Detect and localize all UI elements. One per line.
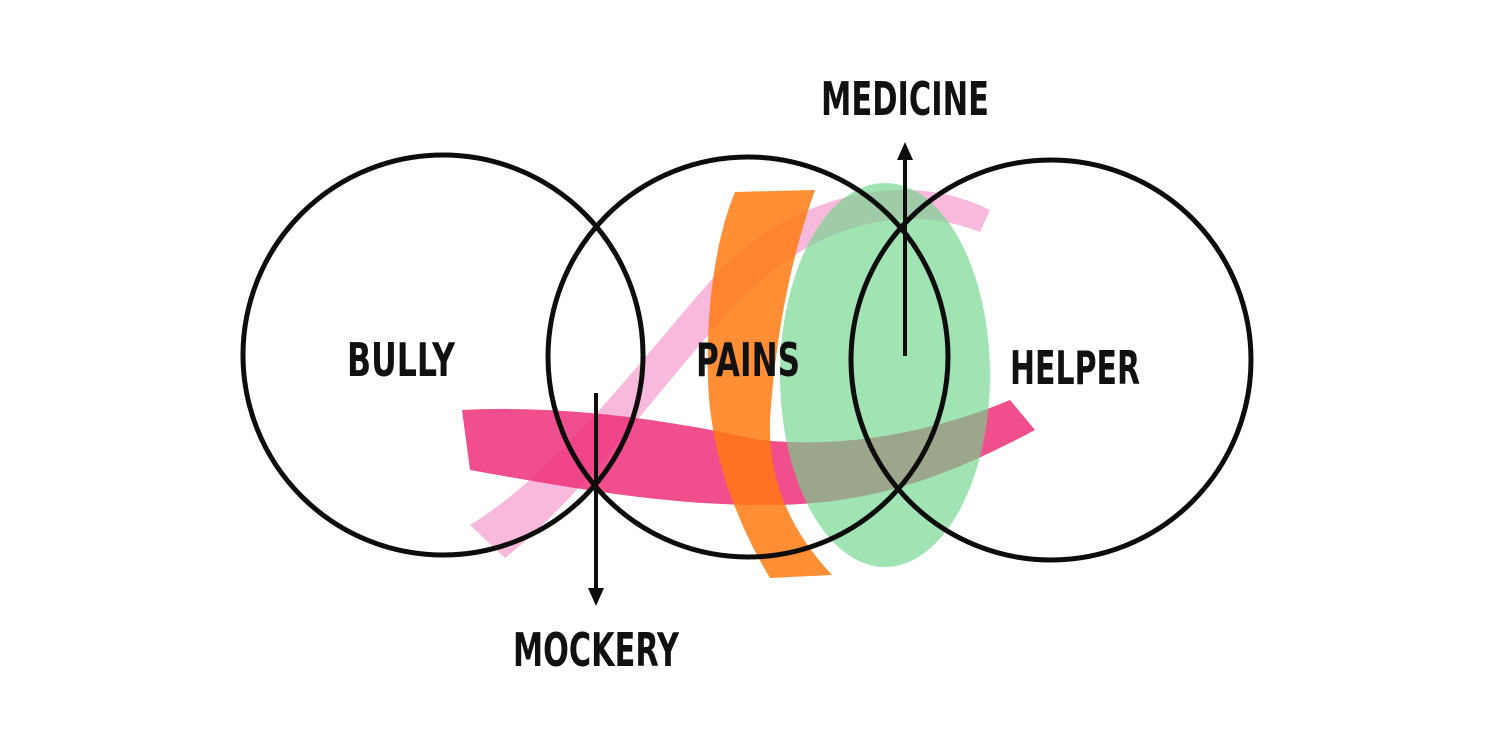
medicine-arrow (897, 142, 913, 356)
mockery-label: MOCKERY (513, 623, 679, 677)
bully-circle (240, 152, 646, 558)
brush-strokes (462, 183, 1035, 578)
mockery-arrow (588, 393, 604, 606)
helper-label: HELPER (1010, 341, 1140, 395)
helper-circle (848, 157, 1254, 563)
arrow-down-icon (588, 588, 604, 606)
green-oval-stroke (780, 183, 990, 567)
arrow-up-icon (897, 142, 913, 160)
pains-circle (545, 154, 951, 560)
pains-label: PAINS (696, 333, 800, 387)
orange-vertical-stroke (707, 190, 832, 578)
bully-label: BULLY (347, 333, 455, 387)
medicine-label: MEDICINE (821, 72, 989, 126)
